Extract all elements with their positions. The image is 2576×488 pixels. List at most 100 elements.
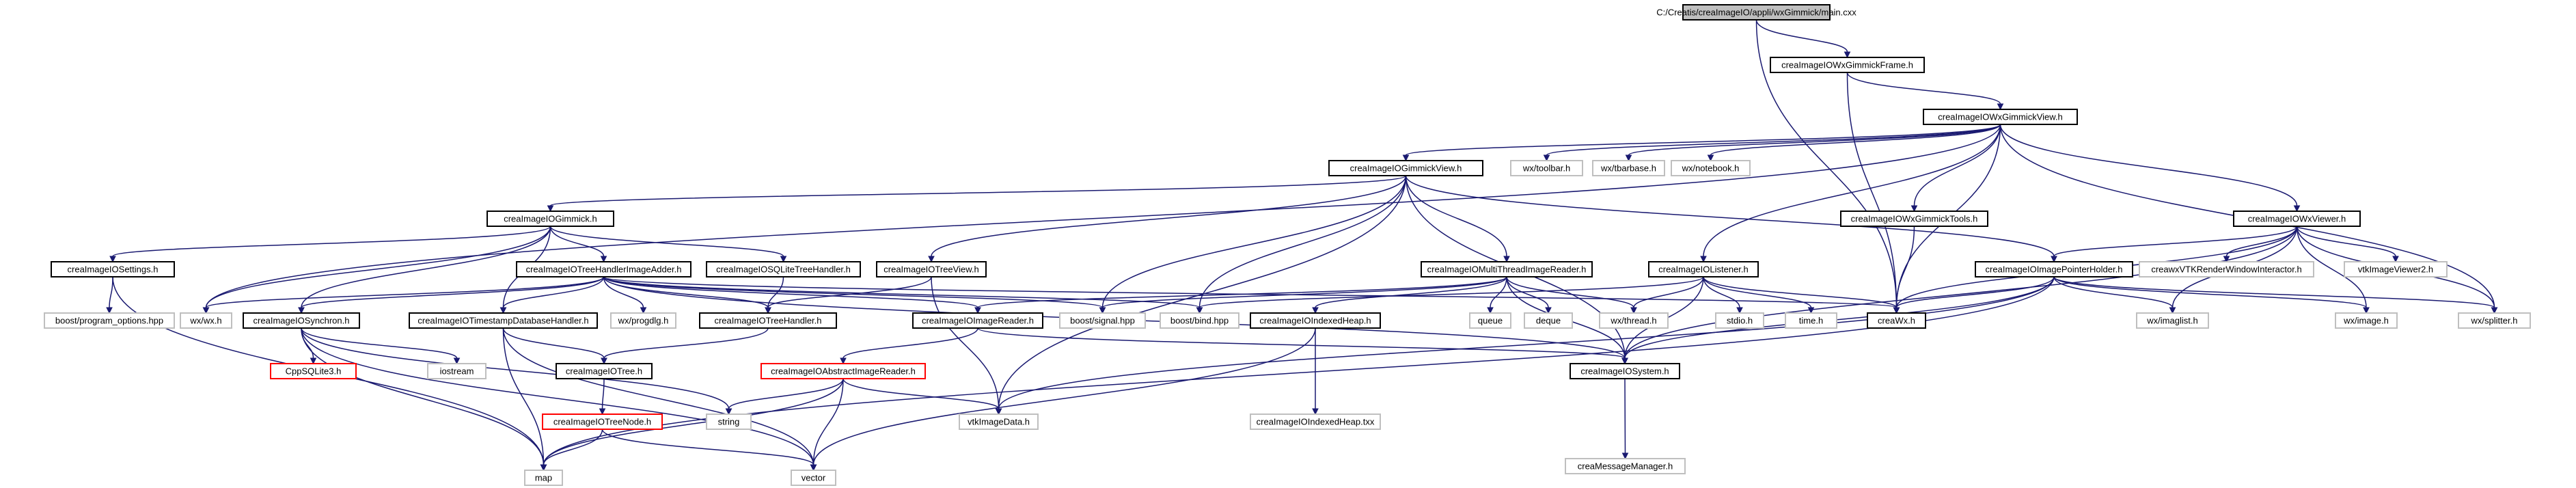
edge-arrowhead	[298, 307, 305, 314]
node-box	[1469, 312, 1511, 329]
node-gview[interactable]: creaImageIOWxGimmickView.h	[1923, 109, 2078, 125]
edge-line	[549, 175, 1407, 206]
node-label: creaImageIOImagePointerHolder.h	[1986, 265, 2123, 275]
node-tree[interactable]: creaImageIOTree.h	[556, 363, 653, 379]
node-heap[interactable]: creaImageIOIndexedHeap.h	[1250, 312, 1381, 329]
nodes-layer: C:/Creatis/creaImageIO/appli/wxGimmick/m…	[44, 4, 2531, 486]
edge-line	[112, 226, 551, 257]
node-synchron[interactable]: creaImageIOSynchron.h	[243, 312, 360, 329]
node-mtir[interactable]: creaImageIOMultiThreadImageReader.h	[1421, 261, 1593, 277]
node-system[interactable]: creaImageIOSystem.h	[1570, 363, 1680, 379]
node-thread: wx/thread.h	[1599, 312, 1669, 329]
node-main[interactable]: C:/Creatis/creaImageIO/appli/wxGimmick/m…	[1656, 4, 1856, 21]
edge-line	[301, 327, 458, 359]
edge-gimmick-to-settings	[109, 226, 551, 263]
node-map: map	[524, 470, 563, 486]
node-toolbar: wx/toolbar.h	[1510, 160, 1583, 176]
edge-thia-to-tsdh	[499, 276, 605, 314]
edge-line	[1755, 19, 1897, 308]
node-gimmick[interactable]: creaImageIOGimmick.h	[487, 211, 614, 227]
node-box	[1975, 261, 2133, 277]
node-tsdh[interactable]: creaImageIOTimestampDatabaseHandler.h	[409, 312, 598, 329]
node-viewer[interactable]: creaImageIOWxViewer.h	[2233, 211, 2361, 227]
node-iph[interactable]: creaImageIOImagePointerHolder.h	[1975, 261, 2133, 277]
edge-arrowhead	[1312, 408, 1319, 416]
edge-line	[1101, 276, 1507, 308]
edge-frame-to-gview	[1846, 72, 2004, 111]
node-label: wx/progdlg.h	[618, 316, 669, 326]
edge-system-to-cmm	[1621, 378, 1629, 460]
node-label: creaImageIOTreeHandlerImageAdder.h	[526, 265, 682, 275]
edge-iph-to-imagelist	[2053, 276, 2176, 314]
node-thia[interactable]: creaImageIOTreeHandlerImageAdder.h	[516, 261, 691, 277]
node-box	[2233, 211, 2361, 227]
edge-air-to-string	[725, 378, 844, 416]
node-frame[interactable]: creaImageIOWxGimmickFrame.h	[1770, 57, 1925, 73]
edge-listener-to-bind	[1196, 276, 1704, 314]
edge-arrowhead	[1625, 154, 1632, 162]
edge-arrowhead	[995, 408, 1002, 416]
edge-line	[2296, 226, 2367, 308]
edge-gview-to-wxwx	[202, 124, 2001, 314]
edge-arrowhead	[1630, 307, 1637, 314]
node-creawx[interactable]: creaWx.h	[1867, 312, 1926, 329]
edge-tsdh-to-vector	[502, 327, 817, 472]
node-deque: deque	[1524, 312, 1573, 329]
edge-line	[1895, 226, 1915, 308]
node-label: boost/program_options.hpp	[55, 316, 163, 326]
node-listener[interactable]: creaImageIOListener.h	[1648, 261, 1759, 277]
edge-arrowhead	[1621, 452, 1629, 460]
node-box	[1250, 312, 1381, 329]
edge-line	[1628, 124, 2001, 156]
edge-line	[2053, 276, 2174, 308]
node-heaptxx: creaImageIOIndexedHeap.txx	[1250, 414, 1381, 430]
node-box	[1524, 312, 1573, 329]
node-box	[556, 363, 653, 379]
node-tools[interactable]: creaImageIOWxGimmickTools.h	[1840, 211, 1988, 227]
node-air: creaImageIOAbstractImageReader.h	[761, 363, 926, 379]
edge-line	[931, 175, 1407, 257]
node-box	[1421, 261, 1593, 277]
edge-arrowhead	[601, 357, 607, 365]
edge-arrowhead	[780, 256, 787, 263]
node-label: vector	[801, 473, 826, 483]
edge-line	[1506, 276, 1549, 308]
edge-line	[1895, 276, 2055, 308]
node-box	[699, 312, 837, 329]
edge-arrowhead	[2293, 205, 2301, 213]
edge-line	[1405, 175, 1507, 257]
node-settings[interactable]: creaImageIOSettings.h	[51, 261, 175, 277]
edge-arrowhead	[1893, 307, 1900, 314]
node-box	[1565, 458, 1686, 474]
node-treeview[interactable]: creaImageIOTreeView.h	[876, 261, 987, 277]
edge-line	[1755, 19, 1848, 53]
node-splitter: wx/splitter.h	[2458, 312, 2531, 329]
node-notebook: wx/notebook.h	[1671, 160, 1751, 176]
node-boostpo: boost/program_options.hpp	[44, 312, 175, 329]
edge-line	[301, 327, 730, 409]
node-sqlite[interactable]: creaImageIOSQLiteTreeHandler.h	[706, 261, 861, 277]
node-label: wx/tbarbase.h	[1600, 163, 1656, 174]
edge-mtir-to-signal	[1099, 276, 1507, 314]
edge-line	[543, 429, 603, 465]
edge-line	[2053, 276, 2495, 308]
node-box	[2335, 312, 2398, 329]
edge-line	[842, 378, 1000, 409]
node-gimview[interactable]: creaImageIOGimmickView.h	[1328, 160, 1483, 176]
edge-mtir-to-thread	[1506, 276, 1637, 314]
node-treehandler[interactable]: creaImageIOTreeHandler.h	[699, 312, 837, 329]
node-label: creaImageIOSystem.h	[1580, 366, 1669, 377]
node-vtkiv2: vtkImageViewer2.h	[2344, 261, 2448, 277]
edge-heap-to-vector	[810, 327, 1316, 472]
node-label: creaWx.h	[1878, 316, 1915, 326]
node-imagereader[interactable]: creaImageIOImageReader.h	[912, 312, 1043, 329]
edge-arrowhead	[106, 307, 113, 314]
edge-line	[603, 276, 1104, 308]
edge-line	[1405, 124, 2001, 156]
edge-line	[601, 429, 814, 465]
edge-imagereader-to-air	[840, 327, 978, 365]
edge-line	[1633, 276, 1704, 308]
edge-thia-to-progdlg	[603, 276, 647, 314]
node-label: creaImageIOWxGimmickView.h	[1938, 112, 2063, 122]
